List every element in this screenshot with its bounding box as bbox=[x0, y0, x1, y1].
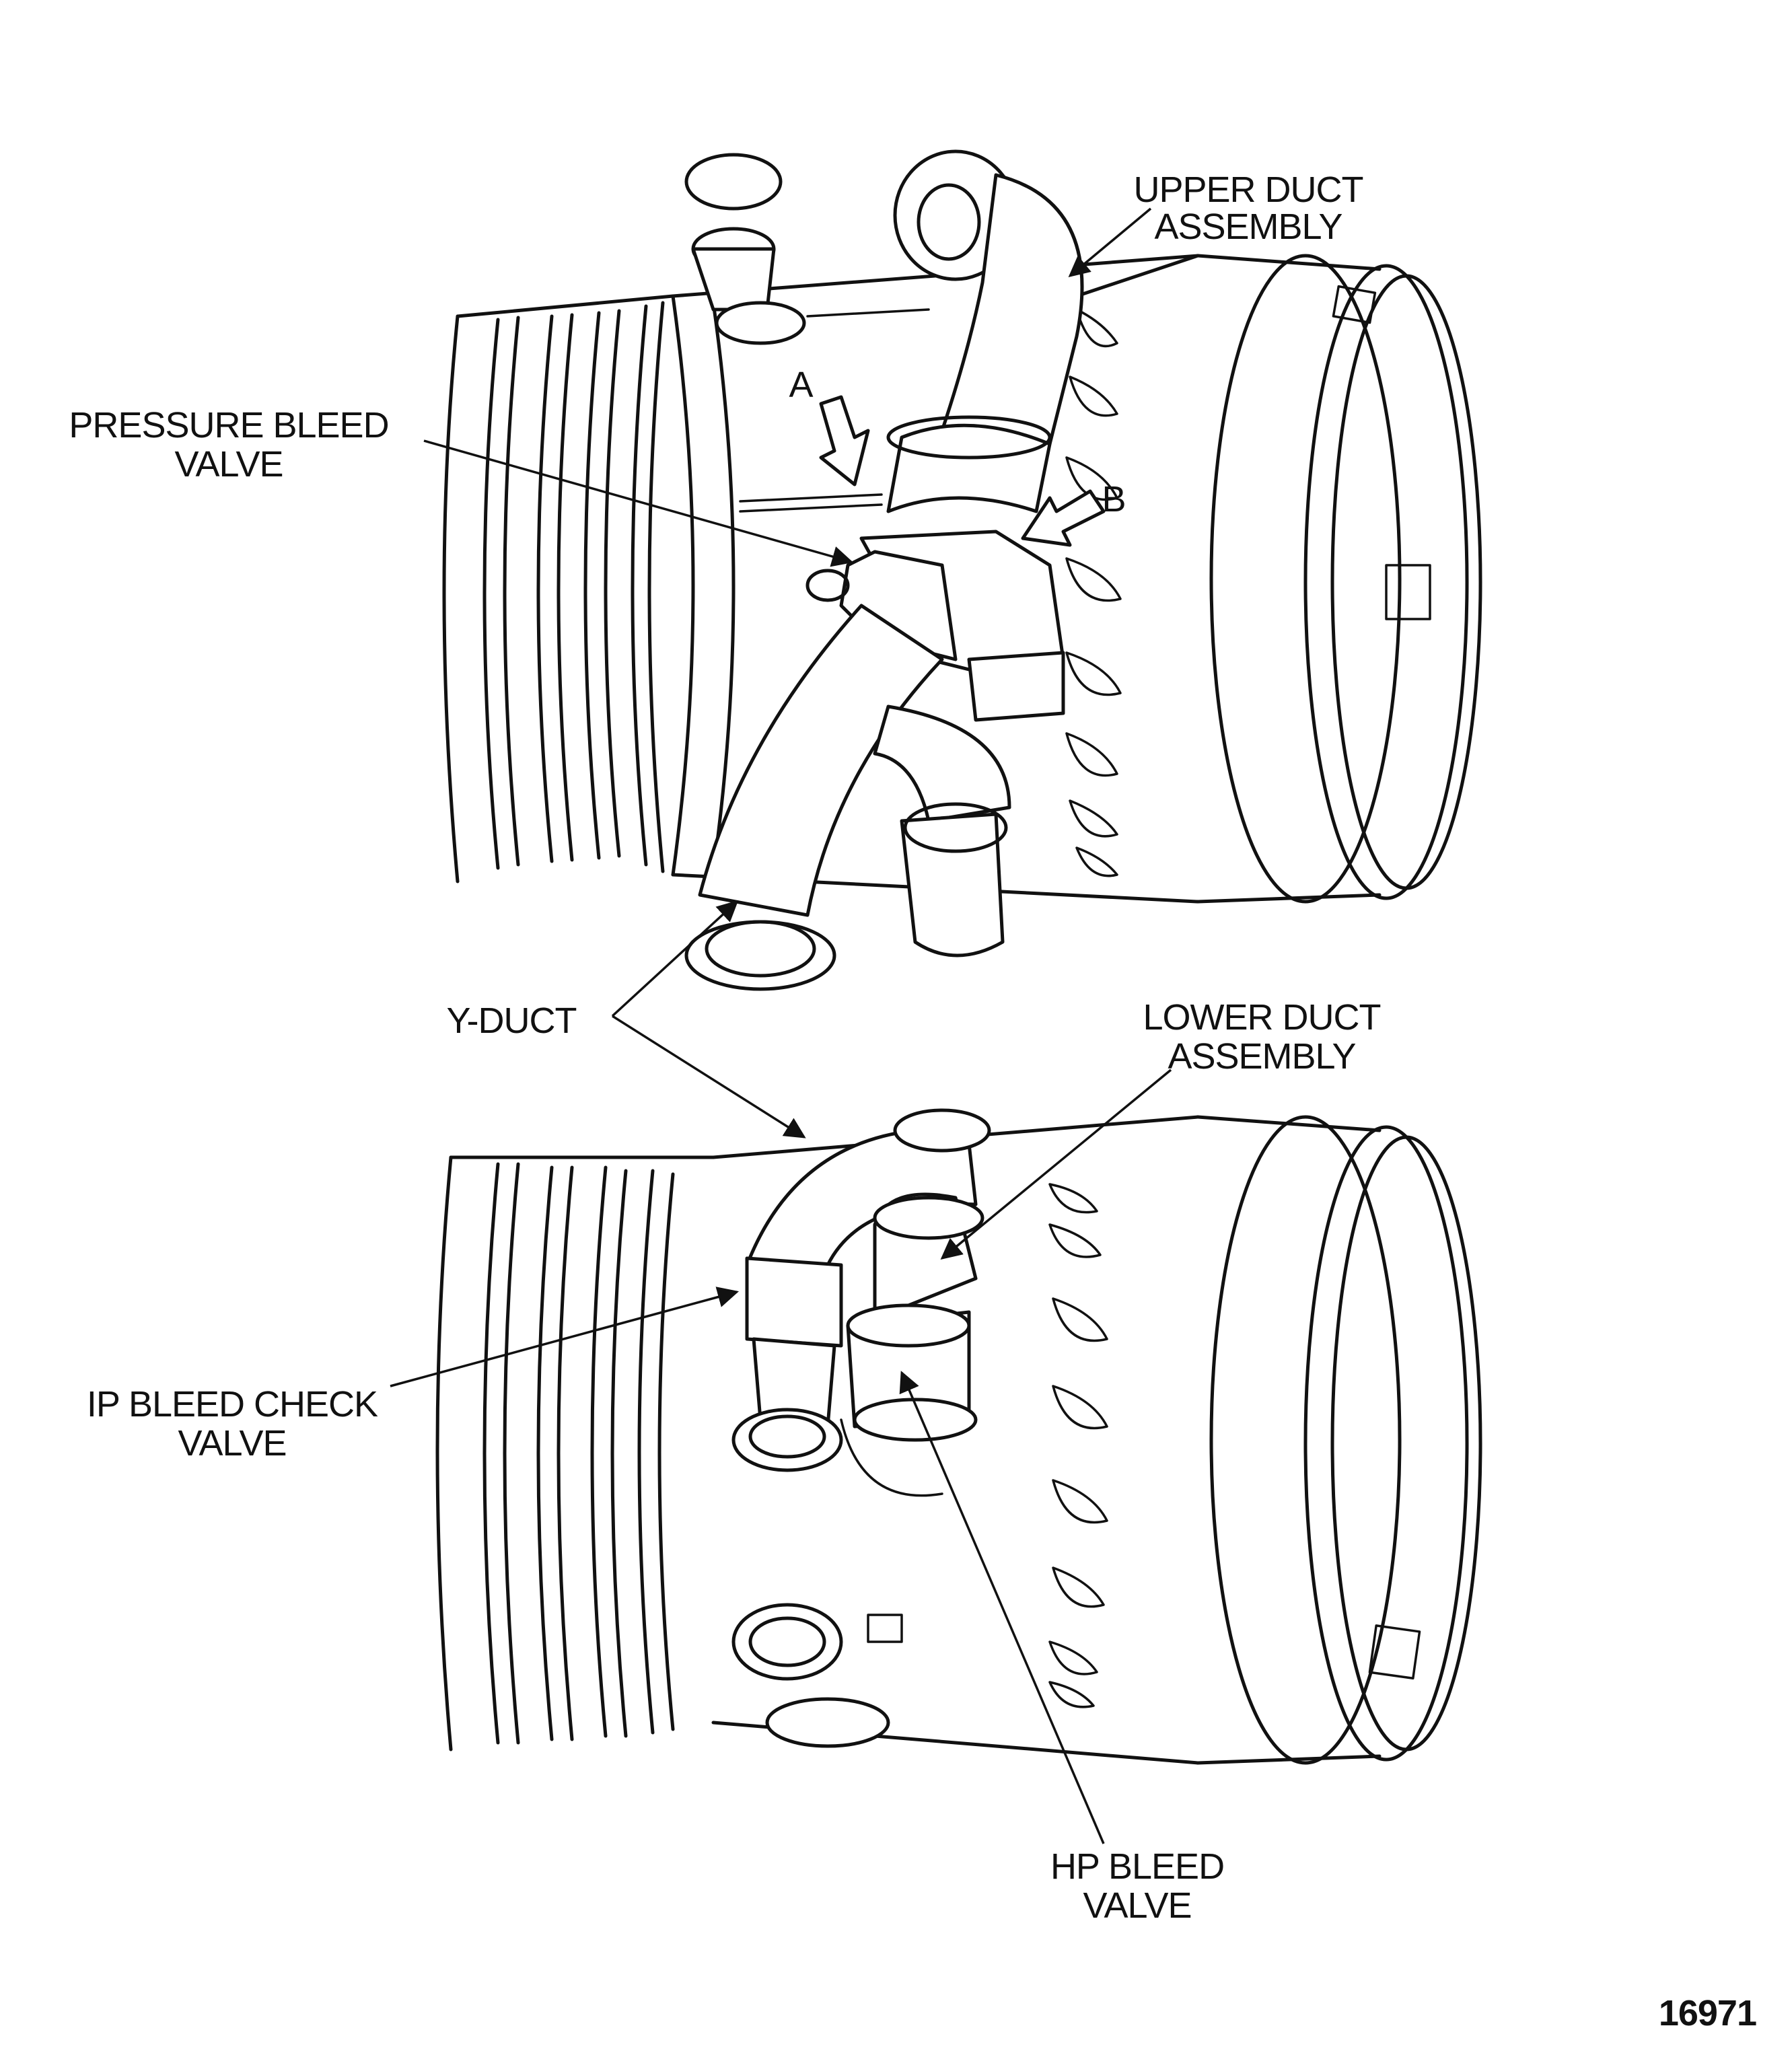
label-view-a: A bbox=[789, 365, 813, 405]
view-arrow-b bbox=[1021, 489, 1106, 547]
view-arrow-a bbox=[819, 395, 870, 486]
figure-number: 16971 bbox=[1659, 1993, 1756, 2033]
label-upper-duct-line1: UPPER DUCT bbox=[1133, 170, 1363, 210]
label-view-b: B bbox=[1102, 479, 1125, 519]
leader-ip-bleed bbox=[390, 1287, 740, 1387]
label-hp-bleed-line2: VALVE bbox=[1083, 1885, 1191, 1926]
label-ip-bleed-line2: VALVE bbox=[178, 1423, 286, 1463]
leader-lines bbox=[390, 207, 1172, 1844]
top-fitting bbox=[684, 153, 930, 345]
label-ip-bleed-line1: IP BLEED CHECK bbox=[87, 1384, 378, 1424]
leader-hp-bleed bbox=[899, 1371, 1105, 1844]
lower-duct-assembly bbox=[840, 1192, 984, 1497]
label-y-duct: Y-DUCT bbox=[446, 1001, 576, 1041]
upper-engine-view bbox=[442, 149, 1482, 991]
label-lower-duct-line2: ASSEMBLY bbox=[1168, 1036, 1355, 1077]
upper-y-duct bbox=[684, 604, 1011, 991]
label-hp-bleed-line1: HP BLEED bbox=[1050, 1846, 1224, 1887]
leader-y-duct-lower bbox=[612, 1015, 806, 1138]
leader-pressure-bleed bbox=[423, 439, 854, 567]
label-upper-duct-line2: ASSEMBLY bbox=[1154, 207, 1342, 247]
upper-duct-assembly bbox=[886, 149, 1084, 513]
label-pressure-bleed-line1: PRESSURE BLEED bbox=[69, 405, 388, 445]
leader-upper-duct bbox=[1068, 207, 1152, 278]
label-pressure-bleed-line2: VALVE bbox=[174, 444, 283, 484]
lower-engine-view bbox=[435, 1108, 1482, 1765]
leader-lower-duct bbox=[940, 1069, 1172, 1260]
lower-fittings bbox=[731, 1603, 903, 1748]
leader-y-duct-upper bbox=[611, 900, 739, 1017]
lower-y-duct bbox=[731, 1108, 991, 1472]
label-lower-duct-line1: LOWER DUCT bbox=[1143, 997, 1381, 1038]
callout-labels: UPPER DUCT ASSEMBLY PRESSURE BLEED VALVE… bbox=[69, 170, 1757, 2033]
